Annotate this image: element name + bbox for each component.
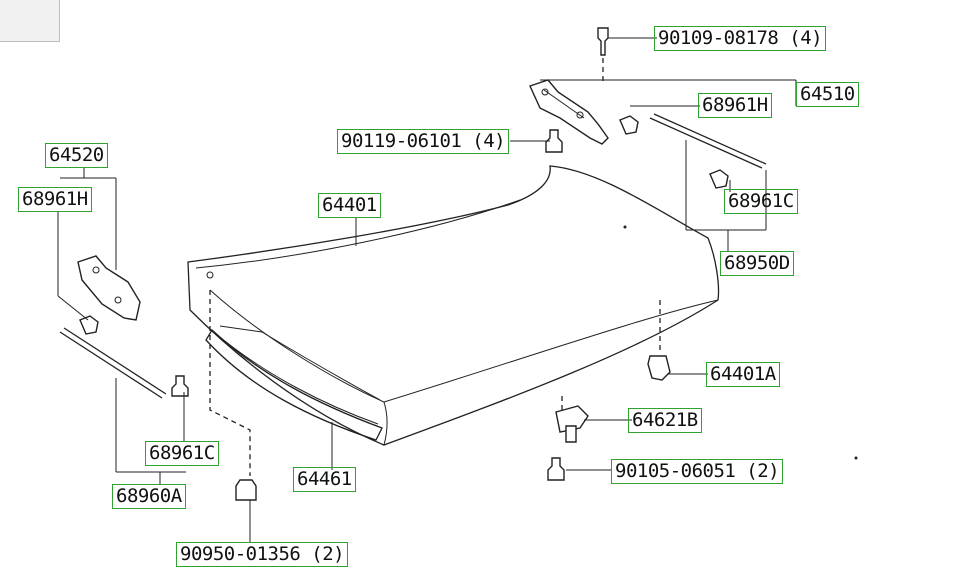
label-64401a[interactable]: 64401A [706,362,780,387]
label-68961h-left[interactable]: 68961H [18,187,92,212]
label-90105-06051[interactable]: 90105-06051 (2) [611,459,784,484]
lock-parts-illustration [547,300,671,481]
trunk-lid-illustration [187,165,720,446]
label-68950d[interactable]: 68950D [720,251,794,276]
label-68961h-right[interactable]: 68961H [698,93,772,118]
label-64520[interactable]: 64520 [45,143,108,168]
label-68961c-left[interactable]: 68961C [145,441,219,466]
label-64510[interactable]: 64510 [796,82,859,107]
hinge-left-illustration [59,255,257,501]
corner-tab[interactable]: ⌃ [0,0,60,42]
label-90119-06101[interactable]: 90119-06101 (4) [337,129,510,154]
label-68960a[interactable]: 68960A [112,484,186,509]
caret-icon: ⌃ [8,0,20,10]
label-68961c-right[interactable]: 68961C [724,189,798,214]
weatherstrip-illustration [205,325,383,441]
label-90950-01356[interactable]: 90950-01356 (2) [176,542,349,567]
leader-lines [57,37,797,542]
label-64461[interactable]: 64461 [293,467,356,492]
label-90109-08178[interactable]: 90109-08178 (4) [654,26,827,51]
hinge-right-illustration [529,27,767,189]
label-64401[interactable]: 64401 [318,193,381,218]
label-64621b[interactable]: 64621B [628,408,702,433]
